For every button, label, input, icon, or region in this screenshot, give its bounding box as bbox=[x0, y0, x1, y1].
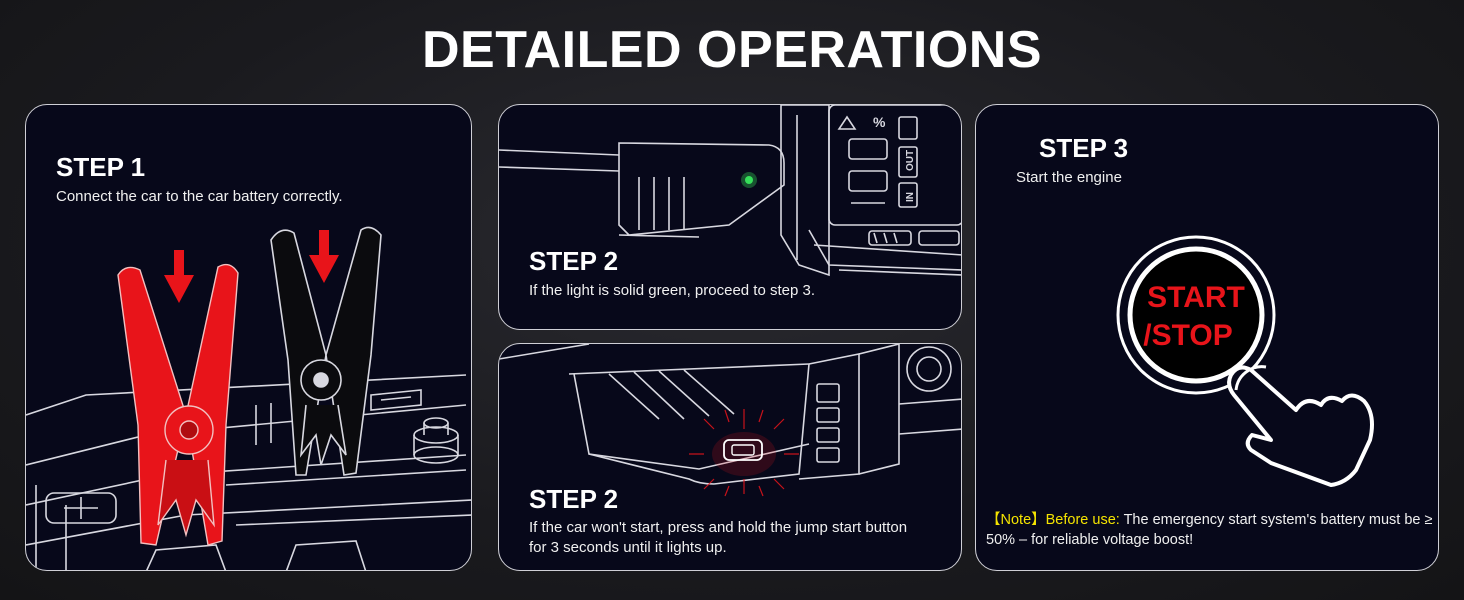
panel-label-out: OUT bbox=[905, 150, 916, 171]
panel-label-in: IN bbox=[905, 192, 916, 202]
note-body: The emergency start system's battery mus… bbox=[986, 512, 1433, 548]
start-stop-button-illustration: START /STOP bbox=[1116, 235, 1374, 487]
step2-button-card: STEP 2 If the car won't start, press and… bbox=[498, 343, 962, 571]
step2-title: STEP 2 bbox=[529, 246, 619, 276]
page-title: DETAILED OPERATIONS bbox=[421, 21, 1043, 79]
jump-start-button-illustration bbox=[499, 344, 961, 497]
step3-title: STEP 3 bbox=[1039, 133, 1129, 163]
jump-start-button-icon bbox=[723, 439, 763, 461]
note-text: 【Note】Before use: The emergency start sy… bbox=[986, 510, 1436, 550]
step1-card: STEP 1 Connect the car to the car batter… bbox=[25, 104, 472, 571]
start-stop-button-icon bbox=[1127, 246, 1265, 384]
green-led-icon bbox=[745, 176, 753, 184]
step2-light-card: % OUT IN STEP 2 If the light is solid gr… bbox=[498, 104, 962, 330]
note-tag: 【Note】Before use: bbox=[986, 512, 1120, 528]
jump-starter-cable-illustration: % OUT IN bbox=[499, 105, 961, 277]
step2b-description-line2: for 3 seconds until it lights up. bbox=[529, 539, 727, 556]
start-label: START bbox=[1147, 281, 1245, 314]
pointing-hand-icon bbox=[1227, 365, 1374, 487]
step2-description: If the light is solid green, proceed to … bbox=[529, 282, 816, 299]
svg-text:%: % bbox=[873, 114, 886, 130]
battery-clamps-illustration bbox=[26, 226, 471, 570]
stop-label: /STOP bbox=[1143, 319, 1232, 352]
step2b-title: STEP 2 bbox=[529, 484, 619, 514]
step1-description: Connect the car to the car battery corre… bbox=[56, 188, 343, 205]
step2b-description-line1: If the car won't start, press and hold t… bbox=[529, 519, 908, 536]
step3-card: STEP 3 Start the engine START /STOP 【Not… bbox=[975, 104, 1439, 571]
step1-title: STEP 1 bbox=[56, 152, 146, 182]
step3-description: Start the engine bbox=[1016, 169, 1122, 186]
